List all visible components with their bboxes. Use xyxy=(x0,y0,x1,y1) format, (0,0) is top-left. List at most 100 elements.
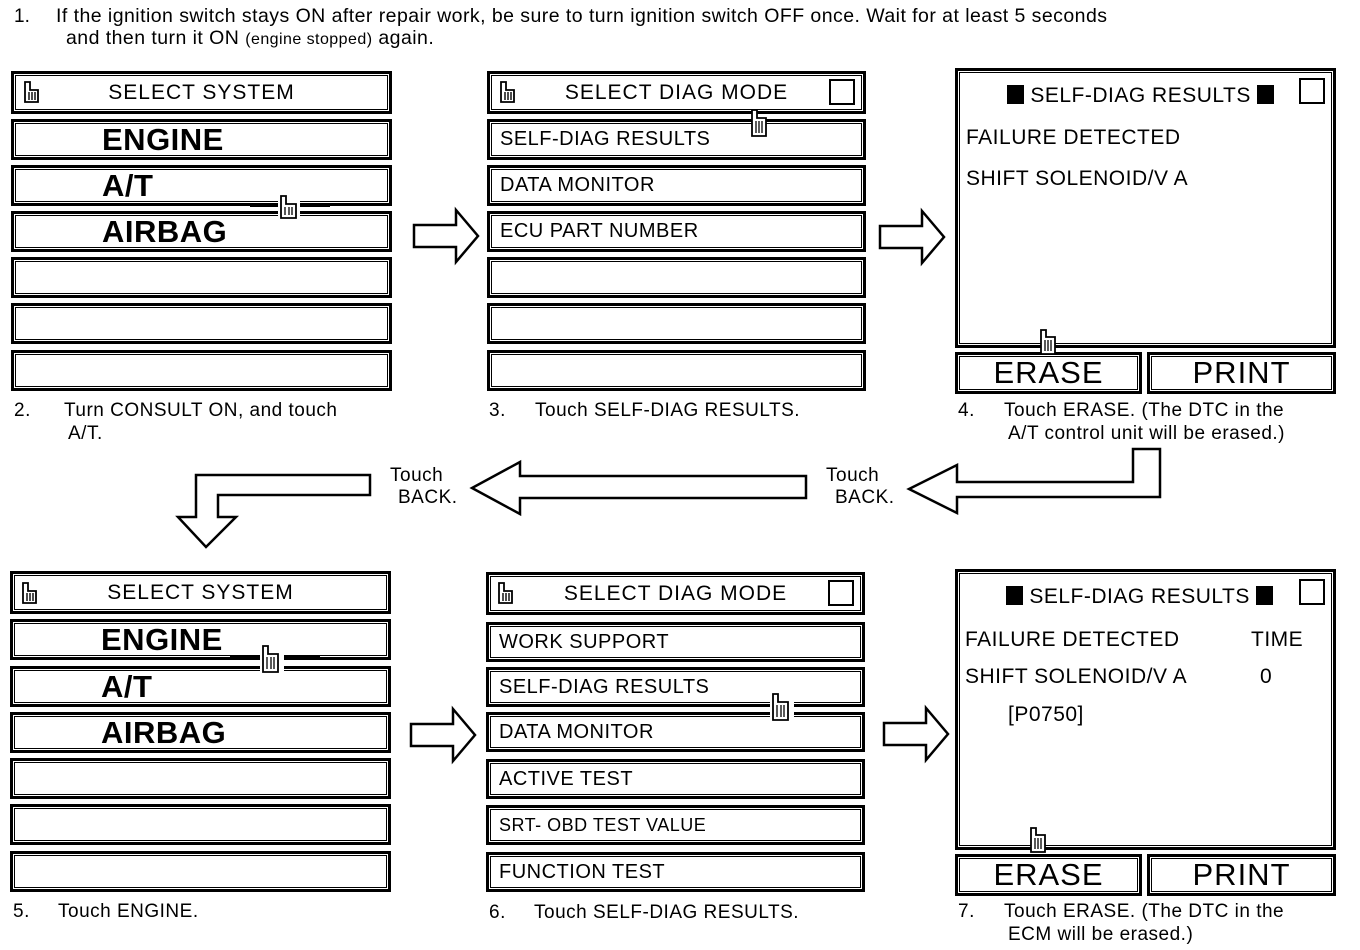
step7-time-value: 0 xyxy=(1260,665,1273,688)
step6-item-self-diag-label: SELF-DIAG RESULTS xyxy=(499,675,710,698)
step6-item-srt-obd-label: SRT- OBD TEST VALUE xyxy=(499,814,707,835)
step5-item-engine[interactable]: ENGINE xyxy=(10,619,391,660)
step2-item-engine-label: ENGINE xyxy=(102,121,224,157)
step4-results-screen xyxy=(955,68,1336,348)
touch-hand-icon-step2 xyxy=(250,195,330,219)
step2-item-empty-2[interactable] xyxy=(11,303,392,344)
step5-header: SELECT SYSTEM xyxy=(10,571,391,614)
back-left-label-2: BACK. xyxy=(398,487,458,508)
step3-item-ecu-part-label: ECU PART NUMBER xyxy=(500,220,699,242)
step4-erase-label: ERASE xyxy=(993,355,1104,390)
step4-erase-button[interactable]: ERASE xyxy=(955,352,1142,394)
step5-caption-1: Touch ENGINE. xyxy=(58,901,199,922)
step7-shift-solenoid: SHIFT SOLENOID/V A xyxy=(965,665,1188,688)
step7-failure-detected: FAILURE DETECTED xyxy=(965,628,1180,651)
back-right-label-1: Touch xyxy=(826,465,880,486)
step6-item-function-test-label: FUNCTION TEST xyxy=(499,860,666,883)
step2-caption-2: A/T. xyxy=(68,423,103,444)
step2-item-airbag-label: AIRBAG xyxy=(102,213,228,249)
intro-number: 1. xyxy=(14,6,30,27)
back-arrow-right xyxy=(906,447,1162,516)
touch-hand-icon-step4 xyxy=(1040,329,1056,355)
step3-item-ecu-part[interactable]: ECU PART NUMBER xyxy=(487,211,866,252)
intro-line-2b: (engine stopped) xyxy=(245,31,373,48)
step7-time-header: TIME xyxy=(1251,628,1304,651)
hand-pointer-icon xyxy=(500,81,515,103)
arrow-step6-to-step7 xyxy=(882,704,950,764)
step6-corner-square xyxy=(828,580,854,606)
step3-select-diag-mode-screen: SELECT DIAG MODE SELF-DIAG RESULTS DATA … xyxy=(487,71,866,391)
step3-item-empty-1[interactable] xyxy=(487,257,866,298)
arrow-step3-to-step4 xyxy=(878,207,946,267)
step3-item-self-diag-label: SELF-DIAG RESULTS xyxy=(500,128,711,150)
back-right-label-2: BACK. xyxy=(835,487,895,508)
touch-hand-icon-step6 xyxy=(740,693,830,721)
step4-print-button[interactable]: PRINT xyxy=(1147,352,1336,394)
step5-item-empty-2[interactable] xyxy=(10,804,391,845)
step5-item-at-label: A/T xyxy=(101,668,153,704)
step6-item-data-monitor-label: DATA MONITOR xyxy=(499,720,654,743)
step3-item-empty-2[interactable] xyxy=(487,303,866,344)
step4-caption-1: Touch ERASE. (The DTC in the xyxy=(1004,400,1285,421)
step7-erase-button[interactable]: ERASE xyxy=(955,854,1142,896)
step6-item-self-diag[interactable]: SELF-DIAG RESULTS xyxy=(486,667,865,707)
hand-pointer-icon xyxy=(22,582,37,604)
step5-item-airbag-label: AIRBAG xyxy=(101,714,227,750)
step6-item-active-test[interactable]: ACTIVE TEST xyxy=(486,759,865,799)
back-arrow-down xyxy=(175,473,372,549)
step2-item-engine[interactable]: ENGINE xyxy=(11,119,392,160)
step5-item-empty-3[interactable] xyxy=(10,851,391,892)
step4-failure-detected: FAILURE DETECTED xyxy=(966,126,1181,149)
intro-line-2a: and then turn it ON xyxy=(66,27,240,49)
intro-line-2: and then turn it ON (engine stopped) aga… xyxy=(66,27,434,50)
step5-header-label: SELECT SYSTEM xyxy=(107,580,294,604)
step7-erase-label: ERASE xyxy=(993,857,1104,892)
step3-caption-1: Touch SELF-DIAG RESULTS. xyxy=(535,400,801,421)
step7-results-screen xyxy=(955,569,1336,850)
step4-corner-square xyxy=(1299,78,1325,104)
intro-line-1: If the ignition switch stays ON after re… xyxy=(56,5,1108,27)
step3-item-self-diag[interactable]: SELF-DIAG RESULTS xyxy=(487,119,866,160)
step3-header: SELECT DIAG MODE xyxy=(487,71,866,114)
step3-header-label: SELECT DIAG MODE xyxy=(564,80,789,104)
step2-item-empty-1[interactable] xyxy=(11,257,392,298)
step4-header-left-block xyxy=(1007,85,1024,104)
step4-shift-solenoid: SHIFT SOLENOID/V A xyxy=(966,167,1189,190)
step4-caption-2: A/T control unit will be erased.) xyxy=(1008,423,1285,444)
step2-number: 2. xyxy=(14,400,31,421)
arrow-step5-to-step6 xyxy=(409,705,477,765)
step6-header-label: SELECT DIAG MODE xyxy=(563,581,788,605)
step5-item-at[interactable]: A/T xyxy=(10,666,391,707)
step4-print-label: PRINT xyxy=(1192,355,1291,390)
step2-header: SELECT SYSTEM xyxy=(11,71,392,114)
step6-item-data-monitor[interactable]: DATA MONITOR xyxy=(486,712,865,752)
step5-item-airbag[interactable]: AIRBAG xyxy=(10,712,391,753)
intro-line-2c: again. xyxy=(378,27,435,49)
step7-print-label: PRINT xyxy=(1192,857,1291,892)
step2-item-at[interactable]: A/T xyxy=(11,165,392,206)
step3-item-data-monitor-label: DATA MONITOR xyxy=(500,174,655,196)
step7-number: 7. xyxy=(958,901,975,922)
step7-caption-1: Touch ERASE. (The DTC in the xyxy=(1004,901,1285,922)
step2-item-at-label: A/T xyxy=(102,167,154,203)
step6-item-work-support[interactable]: WORK SUPPORT xyxy=(486,622,865,662)
step2-select-system-screen: SELECT SYSTEM ENGINE A/T AIRBAG xyxy=(11,71,392,391)
step4-header-right-block xyxy=(1257,85,1275,104)
step6-item-function-test[interactable]: FUNCTION TEST xyxy=(486,852,865,892)
step7-print-button[interactable]: PRINT xyxy=(1147,854,1336,896)
touch-hand-icon-step3 xyxy=(751,109,767,137)
step6-select-diag-mode-screen: SELECT DIAG MODE WORK SUPPORT SELF-DIAG … xyxy=(486,572,865,893)
step2-item-airbag[interactable]: AIRBAG xyxy=(11,211,392,252)
step6-item-srt-obd[interactable]: SRT- OBD TEST VALUE xyxy=(486,805,865,845)
step4-header-label: SELF-DIAG RESULTS xyxy=(1030,84,1251,107)
touch-hand-icon-step7 xyxy=(1030,827,1046,853)
step7-header-label: SELF-DIAG RESULTS xyxy=(1029,585,1250,608)
step2-item-empty-3[interactable] xyxy=(11,350,392,391)
step6-item-active-test-label: ACTIVE TEST xyxy=(499,767,634,790)
step3-item-data-monitor[interactable]: DATA MONITOR xyxy=(487,165,866,206)
step3-item-empty-3[interactable] xyxy=(487,350,866,391)
step5-item-empty-1[interactable] xyxy=(10,758,391,799)
step6-item-work-support-label: WORK SUPPORT xyxy=(499,630,670,653)
step7-header: SELF-DIAG RESULTS xyxy=(1006,585,1274,609)
step3-corner-square xyxy=(829,79,855,105)
